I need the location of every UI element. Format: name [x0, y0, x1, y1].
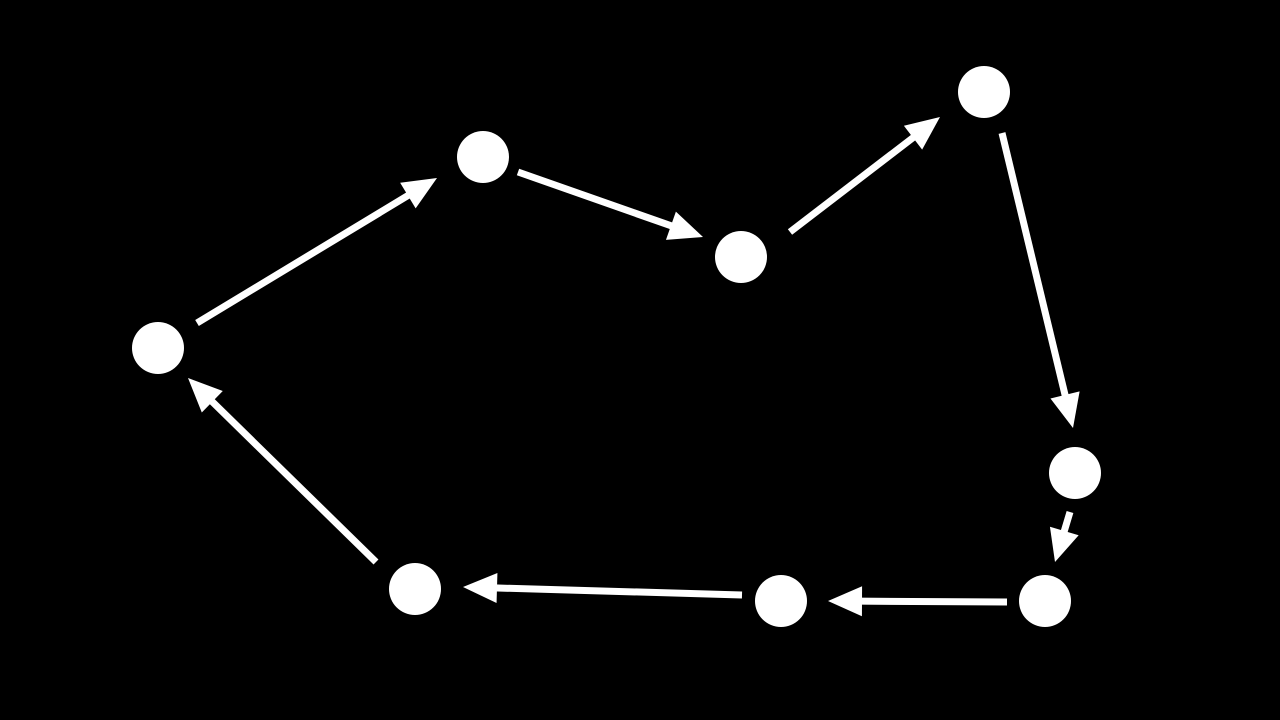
node-bottom-left-core — [389, 563, 441, 615]
edge-left-to-upper-left[interactable] — [195, 178, 437, 326]
node-upper-mid[interactable] — [709, 225, 773, 289]
edge-upper-mid-to-top-right-line — [787, 133, 918, 235]
node-bottom-left[interactable] — [383, 557, 447, 621]
node-upper-left-core — [457, 131, 509, 183]
node-top-right[interactable] — [952, 60, 1016, 124]
edges-layer — [188, 117, 1080, 617]
edge-bottom-right-to-bottom-mid[interactable] — [828, 586, 1008, 617]
node-bottom-mid-core — [755, 575, 807, 627]
node-bottom-right-core — [1019, 575, 1071, 627]
edge-top-right-to-right-line — [998, 132, 1070, 399]
node-top-right-core — [958, 66, 1010, 118]
node-upper-mid-core — [715, 231, 767, 283]
edge-right-to-bottom-right[interactable] — [1049, 510, 1079, 562]
edge-bottom-left-to-left-arrowhead-icon — [188, 378, 223, 413]
node-bottom-mid[interactable] — [749, 569, 813, 633]
node-bottom-right[interactable] — [1013, 569, 1077, 633]
edge-right-to-bottom-right-arrowhead-icon — [1049, 526, 1079, 562]
edge-upper-left-to-upper-mid-line — [516, 168, 675, 231]
node-upper-left[interactable] — [451, 125, 515, 189]
edge-top-right-to-right-arrowhead-icon — [1050, 391, 1080, 428]
edge-bottom-right-to-bottom-mid-arrowhead-icon — [828, 586, 863, 617]
nodes-layer — [126, 60, 1107, 633]
node-right-core — [1049, 447, 1101, 499]
edge-upper-left-to-upper-mid-arrowhead-icon — [665, 211, 703, 240]
edge-upper-left-to-upper-mid[interactable] — [516, 168, 703, 240]
edge-bottom-mid-to-bottom-left-line — [493, 584, 743, 599]
edge-top-right-to-right[interactable] — [998, 132, 1080, 428]
edge-upper-mid-to-top-right-arrowhead-icon — [903, 117, 940, 150]
edge-right-to-bottom-right-line — [1060, 510, 1074, 535]
edge-bottom-right-to-bottom-mid-line — [858, 597, 1008, 606]
edge-bottom-left-to-left-line — [207, 397, 379, 565]
node-left-core — [132, 322, 184, 374]
edge-upper-mid-to-top-right[interactable] — [787, 117, 940, 235]
edge-left-to-upper-left-arrowhead-icon — [400, 178, 437, 209]
node-right[interactable] — [1044, 442, 1107, 505]
edge-bottom-left-to-left[interactable] — [188, 378, 379, 565]
node-left[interactable] — [126, 316, 190, 380]
edge-bottom-mid-to-bottom-left[interactable] — [463, 572, 743, 603]
edge-bottom-mid-to-bottom-left-arrowhead-icon — [463, 572, 498, 603]
edge-left-to-upper-left-line — [195, 191, 413, 326]
